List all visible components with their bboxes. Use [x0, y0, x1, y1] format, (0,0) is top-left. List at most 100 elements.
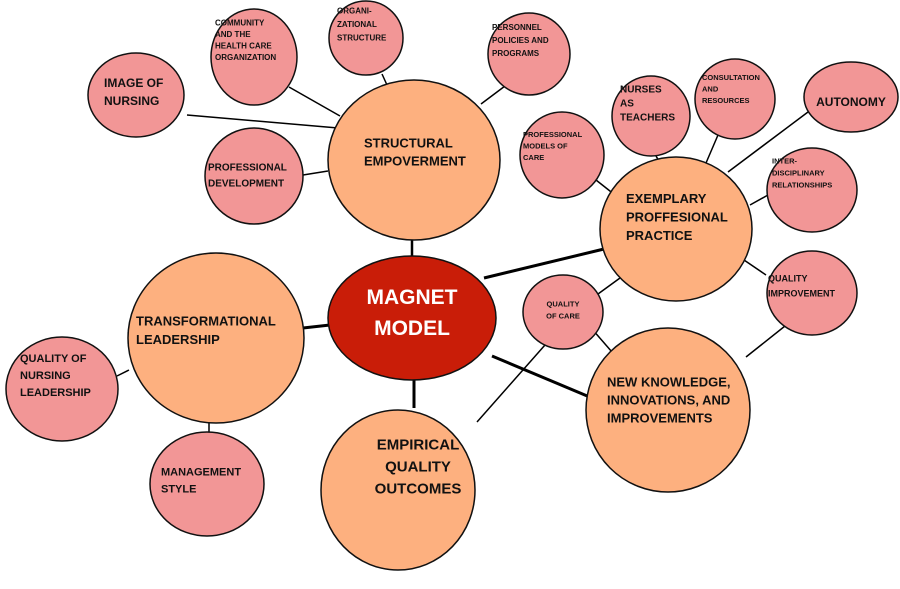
management-style-label-line: MANAGEMENT — [161, 466, 241, 478]
connector-line — [743, 259, 767, 276]
professional-models-of-care-label-line: CARE — [523, 153, 544, 162]
primary-node-empirical-quality-outcomes: EMPIRICAL QUALITY OUTCOMES — [320, 409, 476, 571]
quality-of-nursing-leadership-label-line: NURSING — [20, 370, 71, 382]
connector-line — [381, 73, 388, 86]
quality-of-care-label-line: QUALITY — [547, 300, 580, 309]
center-label-line: MODEL — [374, 317, 450, 340]
consultation-resources-label-line: CONSULTATION — [702, 73, 760, 82]
secondary-node-nurses-as-teachers: NURSES AS TEACHERS — [611, 75, 691, 157]
secondary-node-autonomy: AUTONOMY — [803, 61, 899, 133]
secondary-node-professional-models-of-care: PROFESSIONAL MODELS OF CARE — [519, 111, 605, 199]
secondary-node-professional-development: PROFESSIONAL DEVELOPMENT — [204, 127, 304, 225]
consultation-resources-label-line: RESOURCES — [702, 96, 750, 105]
secondary-node-management-style: MANAGEMENT STYLE — [149, 431, 265, 537]
structural-empowerment-circle — [327, 79, 501, 241]
professional-development-label-line: PROFESSIONAL — [208, 163, 287, 174]
connector-line — [727, 111, 809, 173]
connector-line — [480, 85, 506, 105]
connector-line — [302, 323, 331, 330]
personnel-policies-label-line: PERSONNEL — [492, 23, 542, 32]
autonomy-circle — [803, 61, 899, 133]
connector-line — [705, 134, 719, 164]
new-knowledge-label-line: IMPROVEMENTS — [607, 411, 713, 426]
secondary-node-quality-of-nursing-leadership: QUALITY OF NURSING LEADERSHIP — [5, 336, 119, 442]
connector-line — [288, 86, 341, 117]
structural-empowerment-label-line: STRUCTURAL — [364, 136, 453, 151]
structural-empowerment-label-line: EMPOVERMENT — [364, 154, 466, 169]
community-health-care-label-line: AND THE — [215, 30, 251, 39]
transformational-leadership-circle — [127, 252, 305, 424]
quality-improvement-label-line: QUALITY — [768, 274, 808, 284]
autonomy-label-line: AUTONOMY — [816, 95, 886, 109]
professional-models-of-care-circle — [519, 111, 605, 199]
empirical-quality-outcomes-label-line: EMPIRICAL — [377, 436, 460, 453]
personnel-policies-label-line: POLICIES AND — [492, 36, 549, 45]
quality-of-nursing-leadership-label-line: LEADERSHIP — [20, 387, 91, 399]
quality-of-nursing-leadership-label-line: QUALITY OF — [20, 353, 87, 365]
diagram-nodes: STRUCTURAL EMPOVERMENT EXEMPLARY PROFFESION… — [5, 0, 899, 571]
image-of-nursing-circle — [87, 52, 185, 138]
quality-of-care-circle — [522, 274, 604, 350]
exemplary-professional-practice-label-line: PROFFESIONAL — [626, 210, 728, 225]
community-health-care-label-line: ORGANIZATION — [215, 53, 276, 62]
empirical-quality-outcomes-label-line: OUTCOMES — [375, 480, 462, 497]
new-knowledge-label-line: INNOVATIONS, AND — [607, 393, 730, 408]
secondary-node-personnel-policies: PERSONNEL POLICIES AND PROGRAMS — [487, 12, 571, 96]
empirical-quality-outcomes-label-line: QUALITY — [385, 458, 451, 475]
secondary-node-interdisciplinary: INTER- DISCIPLINARY RELATIONSHIPS — [766, 147, 858, 233]
personnel-policies-circle — [487, 12, 571, 96]
center-label-line: MAGNET — [367, 286, 458, 309]
nurses-as-teachers-circle — [611, 75, 691, 157]
connector-line — [302, 170, 329, 176]
quality-of-care-label-line: OF CARE — [546, 312, 580, 321]
personnel-policies-label-line: PROGRAMS — [492, 49, 540, 58]
primary-node-structural-empowerment: STRUCTURAL EMPOVERMENT — [327, 79, 501, 241]
secondary-node-organizational-structure: ORGANI- ZATIONAL STRUCTURE — [328, 0, 404, 76]
management-style-circle — [149, 431, 265, 537]
center-node-center: MAGNET MODEL — [327, 255, 497, 381]
organizational-structure-circle — [328, 0, 404, 76]
interdisciplinary-label-line: INTER- — [772, 157, 798, 166]
connector-line — [476, 344, 546, 423]
connector-line — [745, 325, 786, 358]
nurses-as-teachers-label-line: AS — [620, 99, 634, 110]
organizational-structure-label-line: ZATIONAL — [337, 20, 377, 29]
connector-lines — [116, 73, 809, 432]
organizational-structure-label-line: STRUCTURE — [337, 33, 387, 42]
nurses-as-teachers-label-line: NURSES — [620, 85, 662, 96]
community-health-care-label-line: HEALTH CARE — [215, 42, 272, 51]
professional-models-of-care-label-line: MODELS OF — [523, 142, 568, 151]
professional-development-circle — [204, 127, 304, 225]
exemplary-professional-practice-label-line: EXEMPLARY — [626, 191, 707, 206]
transformational-leadership-label-line: TRANSFORMATIONAL — [136, 313, 276, 328]
organizational-structure-label-line: ORGANI- — [337, 6, 372, 15]
professional-development-label-line: DEVELOPMENT — [208, 179, 284, 190]
professional-models-of-care-label-line: PROFESSIONAL — [523, 130, 583, 139]
empirical-quality-outcomes-circle — [320, 409, 476, 571]
interdisciplinary-label-line: RELATIONSHIPS — [772, 181, 832, 190]
secondary-node-quality-of-care: QUALITY OF CARE — [522, 274, 604, 350]
new-knowledge-circle — [585, 327, 751, 493]
connector-line — [491, 354, 593, 400]
quality-improvement-label-line: IMPROVEMENT — [768, 289, 836, 299]
new-knowledge-label-line: NEW KNOWLEDGE, — [607, 375, 731, 390]
image-of-nursing-label-line: NURSING — [104, 94, 159, 108]
connector-line — [116, 369, 130, 377]
primary-node-exemplary-professional-practice: EXEMPLARY PROFFESIONAL PRACTICE — [599, 156, 753, 302]
connector-line — [749, 194, 769, 206]
image-of-nursing-label-line: IMAGE OF — [104, 76, 163, 90]
connector-line — [597, 277, 621, 295]
quality-of-nursing-leadership-circle — [5, 336, 119, 442]
nurses-as-teachers-label-line: TEACHERS — [620, 113, 675, 124]
management-style-label-line: STYLE — [161, 483, 196, 495]
connector-line — [186, 114, 339, 129]
center-circle — [327, 255, 497, 381]
exemplary-professional-practice-label-line: PRACTICE — [626, 228, 693, 243]
community-health-care-circle — [210, 8, 298, 106]
interdisciplinary-circle — [766, 147, 858, 233]
interdisciplinary-label-line: DISCIPLINARY — [772, 169, 825, 178]
primary-node-new-knowledge: NEW KNOWLEDGE, INNOVATIONS, AND IMPROVEMEN… — [585, 327, 751, 493]
secondary-node-quality-improvement: QUALITY IMPROVEMENT — [766, 250, 858, 336]
